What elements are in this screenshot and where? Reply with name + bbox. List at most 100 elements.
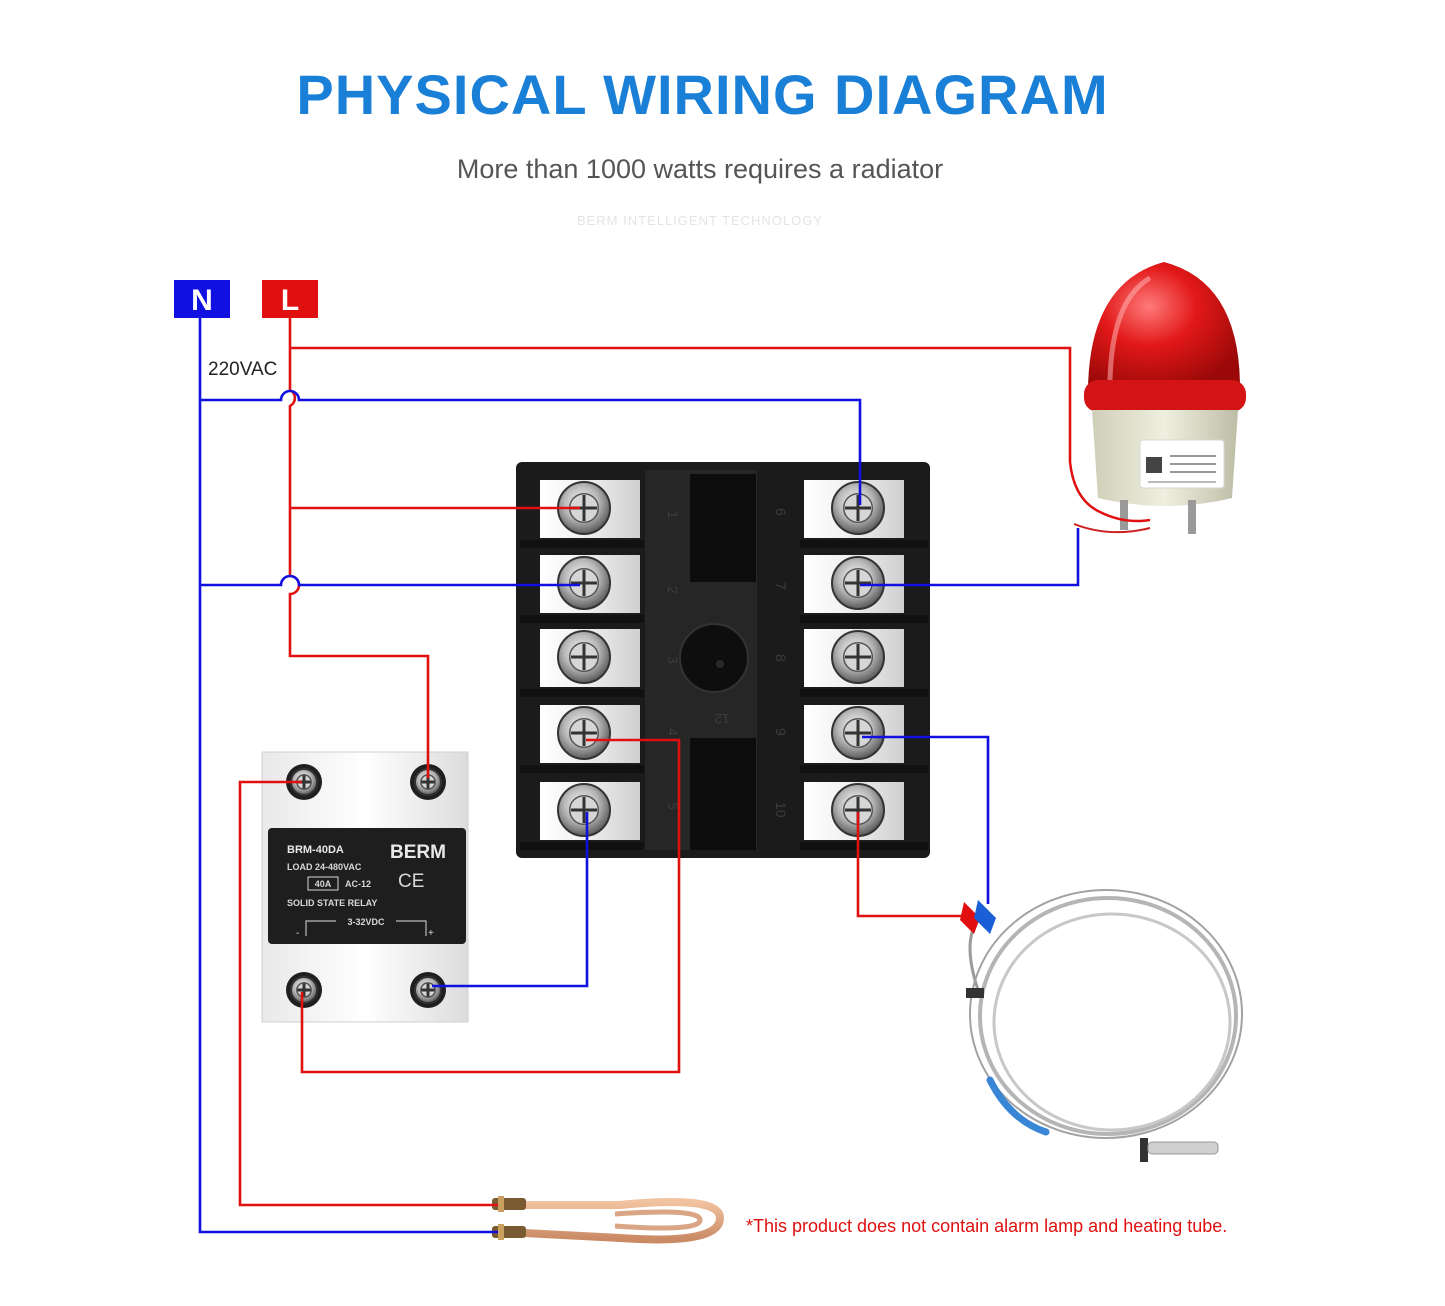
probe-blue-sleeve: [986, 1076, 1050, 1136]
wire-pin9-to-probe-blue: [862, 735, 990, 904]
controller-center-knob: [679, 623, 749, 693]
left-terminal-divider-5: [520, 842, 644, 850]
wire-line-to-alarm: [290, 346, 1072, 462]
terminal-screw-7-slot: [845, 570, 871, 596]
temperature-controller: 1 2 3 4 5 6 7 8 9 10 12: [516, 462, 930, 858]
probe-cable-coil-3: [969, 889, 1243, 1139]
probe-cable-coil-1: [978, 896, 1238, 1136]
terminal-screw-9: [831, 706, 885, 760]
alarm-lamp-qr: [1146, 457, 1162, 473]
heating-tube-inner: [614, 1209, 703, 1231]
wire-alarm-to-pin7: [860, 528, 1080, 587]
wire-neutral-main: [198, 318, 498, 1234]
wire-neutral-to-pin6: [200, 389, 862, 505]
relay-screw-control-plus: [414, 976, 442, 1004]
terminal-screw-6-slot: [845, 495, 871, 521]
relay-screw-control-plus-slot: [421, 983, 435, 997]
right-terminal-divider-9: [800, 765, 928, 773]
terminal-screw-2: [557, 556, 611, 610]
heating-tube-nut-top: [498, 1196, 504, 1212]
pin-number-6: 6: [773, 508, 789, 516]
pin-number-3: 3: [665, 656, 681, 664]
probe-clip: [966, 988, 984, 998]
controller-top-slot: [690, 474, 756, 582]
relay-type: SOLID STATE RELAY: [287, 898, 377, 908]
voltage-label: 220VAC: [208, 359, 277, 380]
watermark-text: BERM INTELLIGENT TECHNOLOGY: [576, 213, 824, 228]
alarm-lamp-dome: [1088, 262, 1240, 388]
alarm-lamp: [1068, 262, 1246, 534]
relay-housing-outline: [261, 751, 469, 1023]
wire-pin5-to-relay-control-minus: [432, 812, 589, 988]
right-terminal-divider-10: [800, 842, 928, 850]
wires: [198, 318, 1080, 1234]
left-terminal-divider-4: [520, 765, 644, 773]
terminal-screw-4: [557, 706, 611, 760]
relay-load: LOAD 24-480VAC: [287, 862, 362, 872]
terminal-screw-7: [831, 556, 885, 610]
relay-model: BRM-40DA: [287, 844, 344, 856]
terminal-screw-8-slot: [845, 644, 871, 670]
alarm-lamp-bolt-left: [1120, 500, 1128, 530]
right-terminal-divider-7: [800, 615, 928, 623]
left-terminal-divider-3: [520, 689, 644, 697]
line-label-box: [262, 280, 318, 318]
relay-label-panel: [268, 828, 466, 944]
right-terminal-divider-6: [800, 540, 928, 548]
heating-tube: [492, 1196, 725, 1244]
relay-current-badge: 40A: [315, 879, 332, 889]
terminal-screw-8: [831, 630, 885, 684]
probe-blue-lug: [974, 900, 996, 934]
page-subtitle: More than 1000 watts requires a radiator: [456, 154, 944, 184]
relay-minus: -: [296, 928, 299, 939]
wire-relay-to-heater: [238, 780, 498, 1207]
right-terminal-divider-8: [800, 689, 928, 697]
alarm-lamp-lead-red: [1068, 461, 1151, 523]
wire-pin10-to-probe-red: [856, 812, 966, 918]
alarm-lamp-highlight: [1107, 275, 1152, 381]
probe-red-lug: [960, 902, 980, 934]
controller-center-dot: [716, 660, 724, 668]
heating-tube-nut-bottom: [498, 1224, 504, 1240]
neutral-label-box: [174, 280, 230, 318]
pin-number-9: 9: [773, 728, 789, 736]
pin-number-10: 10: [773, 802, 789, 818]
left-terminal-divider-1: [520, 540, 644, 548]
center-number: 12: [714, 711, 730, 727]
pin-number-5: 5: [665, 802, 681, 810]
pin-number-8: 8: [773, 654, 789, 662]
pin-number-2: 2: [665, 586, 681, 594]
pin-number-4: 4: [665, 728, 681, 736]
line-label-text: L: [281, 284, 299, 317]
pin-number-7: 7: [773, 582, 789, 590]
terminal-screw-9-slot: [845, 720, 871, 746]
relay-brand: BERM: [390, 842, 446, 863]
terminal-screw-6: [831, 481, 885, 535]
probe-nut: [1140, 1138, 1148, 1162]
relay-ac-class: AC-12: [345, 879, 371, 889]
relay-screw-control-minus: [290, 976, 318, 1004]
terminal-screw-3: [557, 630, 611, 684]
left-terminal-divider-2: [520, 615, 644, 623]
wire-pin4-to-relay-control-plus: [300, 738, 681, 1074]
relay-screw-load-2: [414, 768, 442, 796]
terminal-screw-3-slot: [571, 644, 597, 670]
solid-state-relay: BRM-40DA BERM LOAD 24-480VAC 40A AC-12 C…: [261, 751, 469, 1023]
alarm-lamp-rim: [1084, 380, 1246, 412]
relay-ce-mark: CE: [398, 871, 424, 892]
alarm-lamp-bolt-right: [1188, 500, 1196, 534]
terminal-screw-2-slot: [571, 570, 597, 596]
probe-cable-coil-2: [992, 912, 1232, 1132]
relay-control-voltage-bg: [336, 914, 396, 928]
terminal-screw-1: [557, 481, 611, 535]
neutral-label: N: [174, 280, 230, 318]
relay-control-voltage: 3-32VDC: [347, 917, 385, 927]
relay-screw-control-minus-slot: [297, 983, 311, 997]
disclaimer-note: *This product does not contain alarm lam…: [746, 1216, 1227, 1236]
terminal-screw-5: [557, 783, 611, 837]
pin-number-1: 1: [665, 511, 681, 519]
wire-line-main: [288, 318, 430, 778]
neutral-label-text: N: [191, 284, 213, 317]
alarm-lamp-lead-red-2: [1073, 523, 1151, 534]
